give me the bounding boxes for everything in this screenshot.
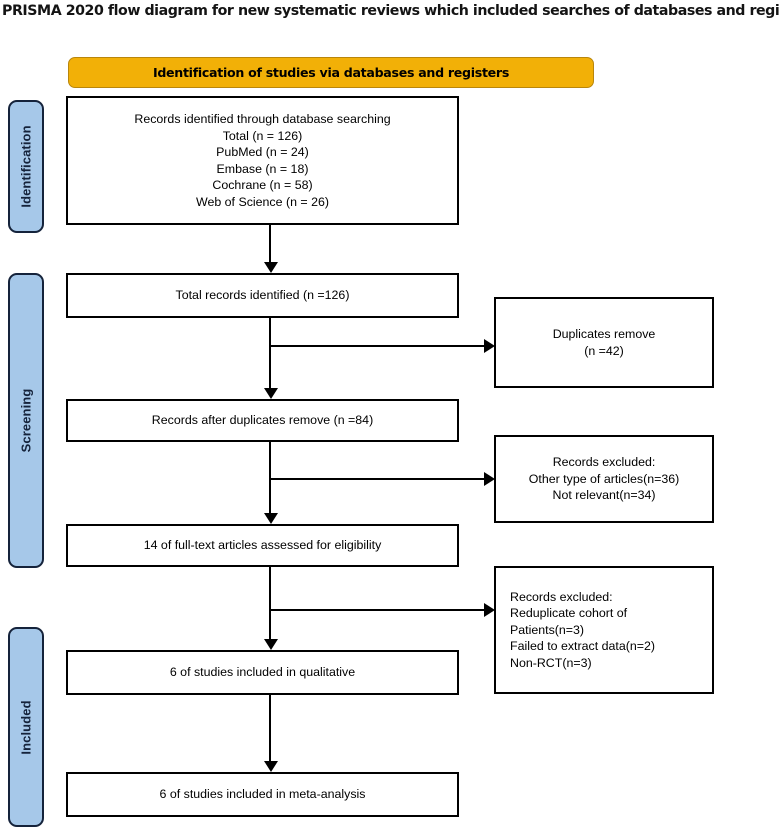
- flow-box-duplicates-removed-text: Duplicates remove (n =42): [552, 327, 656, 358]
- arrow-down-icon-to-qualitative: [263, 639, 278, 650]
- connector-line-total-to-after-duplicates: [269, 318, 271, 388]
- connector-line-fulltext-to-qualitative: [269, 567, 271, 639]
- flow-box-records-excluded-screening-text: Records excluded: Other type of articles…: [528, 455, 680, 503]
- flow-box-total-records: Total records identified (n =126): [66, 273, 459, 318]
- stage-pill-included: Included: [8, 627, 44, 827]
- flow-box-total-records-text: Total records identified (n =126): [175, 288, 350, 303]
- stage-label-screening: Screening: [18, 388, 34, 453]
- flow-box-fulltext-assessed: 14 of full-text articles assessed for el…: [66, 524, 459, 567]
- arrow-down-icon-to-fulltext: [263, 513, 278, 524]
- section-banner-identification: Identification of studies via databases …: [68, 57, 594, 88]
- stage-label-included: Included: [18, 699, 34, 755]
- connector-line-identified-to-total: [269, 225, 271, 263]
- stage-pill-identification: Identification: [8, 100, 44, 233]
- flow-box-included-qualitative: 6 of studies included in qualitative: [66, 650, 459, 695]
- connector-line-qualitative-to-meta: [269, 695, 271, 761]
- flow-box-included-qualitative-text: 6 of studies included in qualitative: [169, 665, 356, 680]
- page-title: PRISMA 2020 flow diagram for new systema…: [2, 3, 780, 19]
- flow-box-records-identified-text: Records identified through database sear…: [134, 112, 391, 209]
- flow-box-included-meta-analysis: 6 of studies included in meta-analysis: [66, 772, 459, 817]
- flow-box-records-excluded-screening: Records excluded: Other type of articles…: [494, 435, 714, 523]
- arrow-down-icon-to-after-duplicates: [263, 388, 278, 399]
- connector-line-to-duplicates-removed: [269, 345, 490, 347]
- flow-box-records-after-duplicates-text: Records after duplicates remove (n =84): [151, 413, 374, 428]
- connector-line-to-excluded-screening: [269, 478, 490, 480]
- arrow-down-icon-to-total-records: [263, 262, 278, 273]
- flow-box-records-excluded-eligibility: Records excluded: Reduplicate cohort of …: [494, 566, 714, 694]
- arrow-down-icon-to-meta-analysis: [263, 761, 278, 772]
- connector-line-after-duplicates-to-fulltext: [269, 442, 271, 513]
- flow-box-fulltext-assessed-text: 14 of full-text articles assessed for el…: [143, 538, 382, 553]
- stage-pill-screening: Screening: [8, 273, 44, 568]
- flow-box-included-meta-analysis-text: 6 of studies included in meta-analysis: [159, 787, 366, 802]
- flow-box-duplicates-removed: Duplicates remove (n =42): [494, 297, 714, 388]
- flow-box-records-excluded-eligibility-text: Records excluded: Reduplicate cohort of …: [510, 589, 655, 670]
- arrow-right-icon-to-excluded-eligibility: [484, 603, 495, 617]
- stage-label-identification: Identification: [18, 125, 34, 208]
- flow-box-records-identified: Records identified through database sear…: [66, 96, 459, 225]
- flow-box-records-after-duplicates: Records after duplicates remove (n =84): [66, 399, 459, 442]
- arrow-right-icon-to-excluded-screening: [484, 472, 495, 486]
- arrow-right-icon-to-duplicates-removed: [484, 339, 495, 353]
- connector-line-to-excluded-eligibility: [269, 609, 490, 611]
